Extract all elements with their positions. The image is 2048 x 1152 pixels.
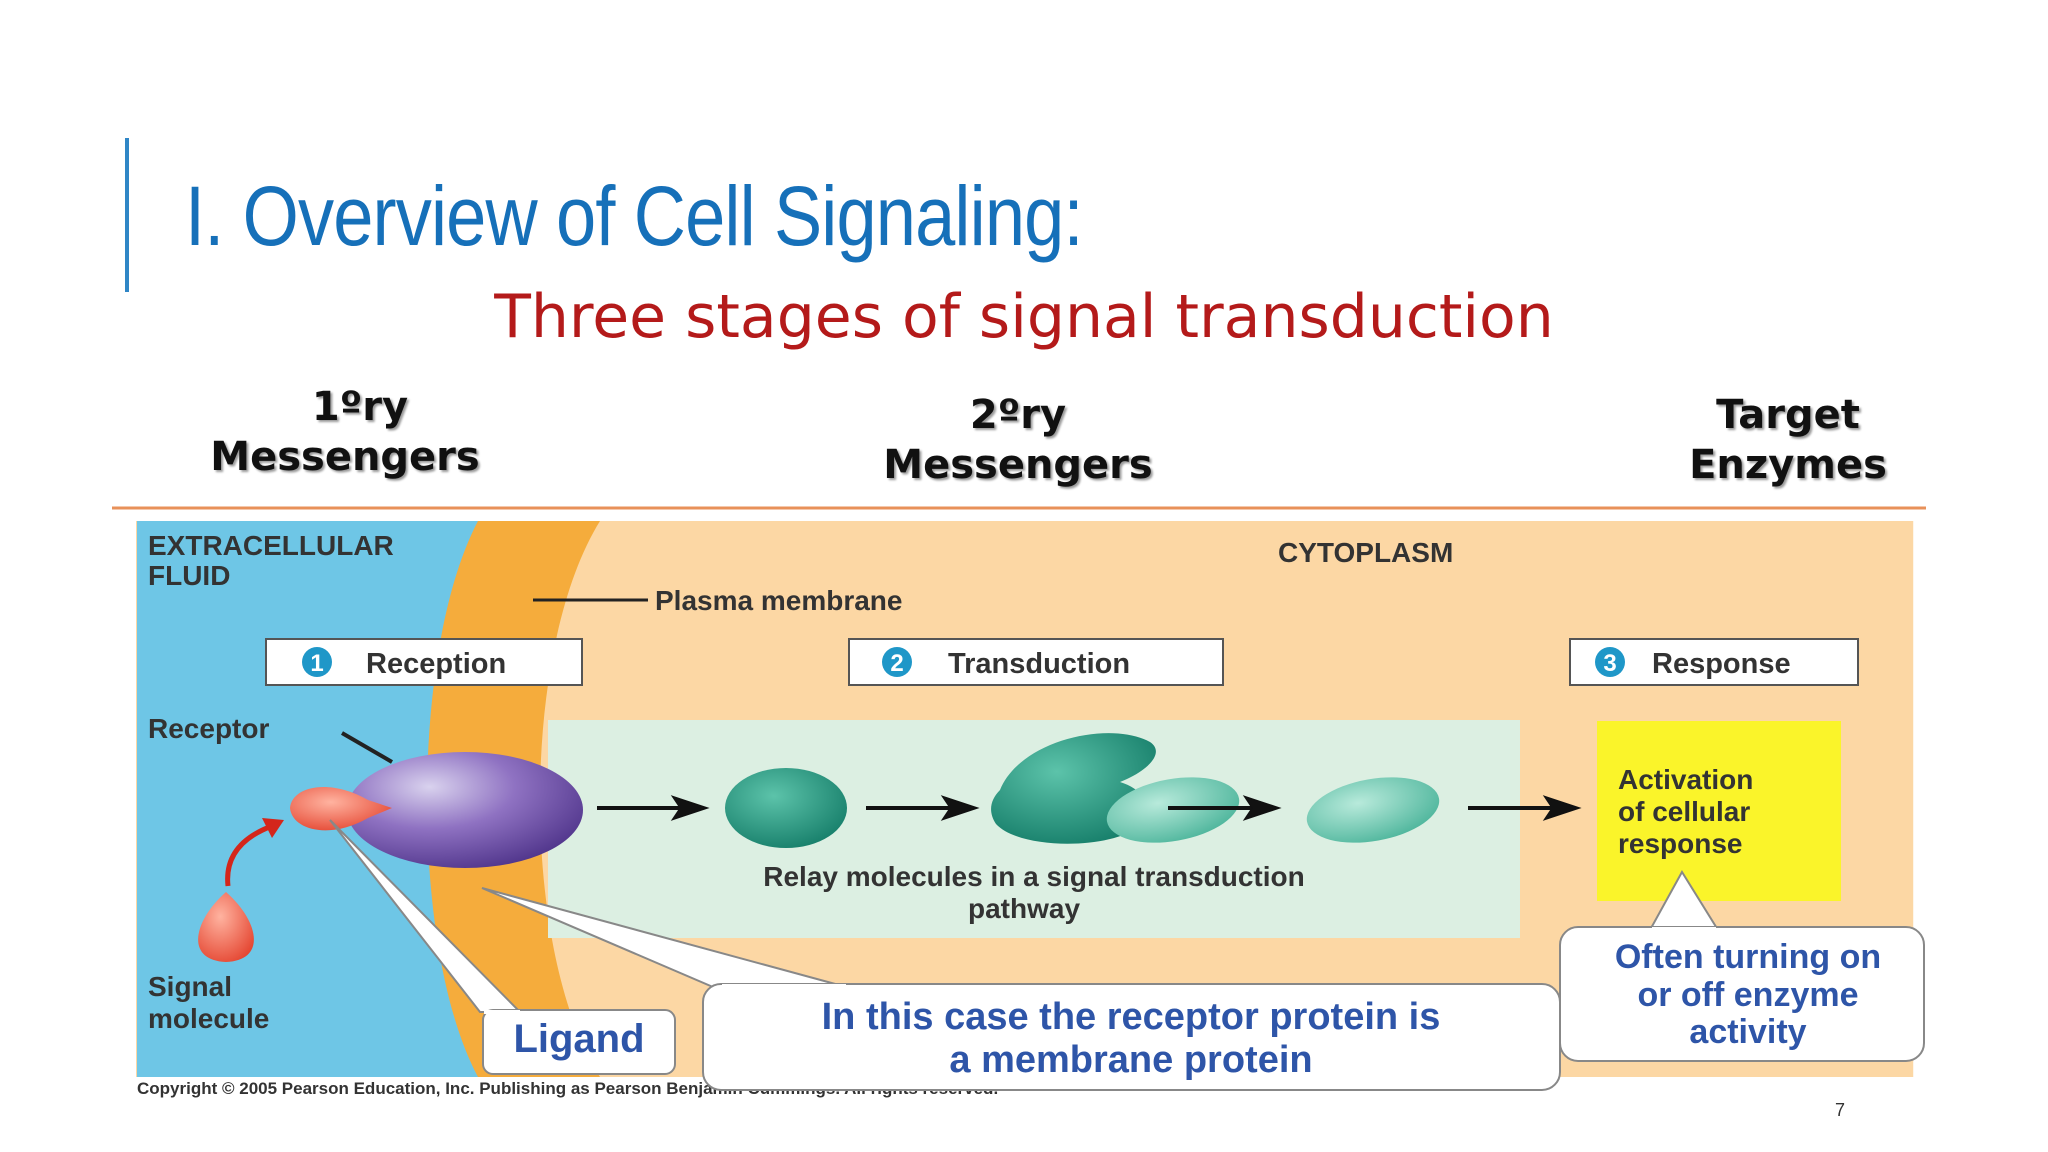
stage-label: Reception [366, 648, 506, 680]
signal-molecule-label-line1: Signal [148, 971, 232, 1002]
cytoplasm-label: CYTOPLASM [1278, 537, 1453, 568]
primary-messengers-label: 1ºry Messengers [195, 382, 495, 482]
receptor-label: Receptor [148, 713, 269, 744]
relay-caption-line1: Relay molecules in a signal transduction [763, 861, 1305, 892]
ligand-callout [482, 1009, 676, 1075]
subtitle-text: Three stages of signal transduction [494, 282, 1554, 352]
enzyme-callout-line1: Often turning on [1615, 938, 1881, 976]
arrow-4-head [1542, 795, 1582, 821]
relay-molecule-1 [725, 768, 847, 848]
binding-arrow-head [262, 818, 284, 838]
secondary-messengers-label: 2ºry Messengers [868, 390, 1168, 490]
stage-number-badge [302, 647, 332, 677]
slide-subtitle: Three stages of signal transduction [0, 282, 2048, 352]
stage-number: 2 [890, 650, 903, 677]
extracellular-label-line1: EXTRACELLULAR [148, 530, 394, 561]
accent-bar [125, 138, 129, 292]
activation-line2: of cellular [1618, 796, 1750, 827]
plasma-membrane-label: Plasma membrane [655, 585, 902, 616]
receptor-callout-line2: a membrane protein [949, 1039, 1312, 1081]
flow-arrows [597, 795, 1582, 821]
page-number: 7 [1834, 1100, 1845, 1120]
activation-line3: response [1618, 828, 1743, 859]
target-enzymes-line2: Enzymes [1689, 442, 1887, 488]
target-enzymes-label: Target Enzymes [1688, 390, 1888, 490]
stage-transduction: 2 Transduction [848, 638, 1224, 686]
arrow-3-head [1242, 795, 1282, 821]
activation-line1: Activation [1618, 764, 1753, 795]
signal-molecule-label-line2: molecule [148, 1003, 269, 1034]
activation-box [1597, 721, 1841, 901]
receptor-protein [347, 752, 583, 868]
enzyme-callout-line2: or off enzyme [1637, 976, 1858, 1014]
stage-label: Response [1652, 648, 1791, 680]
receptor-pointer [340, 731, 394, 764]
primary-messengers-line2: Messengers [210, 434, 480, 480]
enzyme-callout-line3: activity [1689, 1013, 1806, 1051]
stage-number: 3 [1603, 650, 1616, 677]
receptor-callout-line1: In this case the receptor protein is [822, 996, 1441, 1038]
signal-molecule-shape [198, 892, 254, 962]
stage-label: Transduction [948, 648, 1130, 680]
stage-reception: 1 Reception [265, 638, 583, 686]
enzyme-callout [1559, 926, 1925, 1062]
ligand-callout-text: Ligand [513, 1017, 644, 1061]
target-enzymes-line1: Target [1716, 392, 1860, 438]
relay-molecule-3b [1306, 777, 1440, 843]
extracellular-label-line2: FLUID [148, 560, 230, 591]
arrow-1-head [670, 795, 710, 821]
relay-caption-line2: pathway [968, 893, 1080, 924]
stage-number: 1 [310, 650, 323, 677]
bound-signal-molecule [290, 786, 392, 831]
secondary-messengers-line2: Messengers [883, 442, 1153, 488]
slide-title: I. Overview of Cell Signaling: [185, 169, 1084, 263]
primary-messengers-line1: 1ºry [311, 384, 409, 430]
secondary-messengers-line1: 2ºry [969, 392, 1067, 438]
arrow-2-head [940, 795, 980, 821]
binding-arrow [225, 823, 273, 887]
stage-number-badge [882, 647, 912, 677]
stage-response: 3 Response [1569, 638, 1859, 686]
stage-number-badge [1595, 647, 1625, 677]
